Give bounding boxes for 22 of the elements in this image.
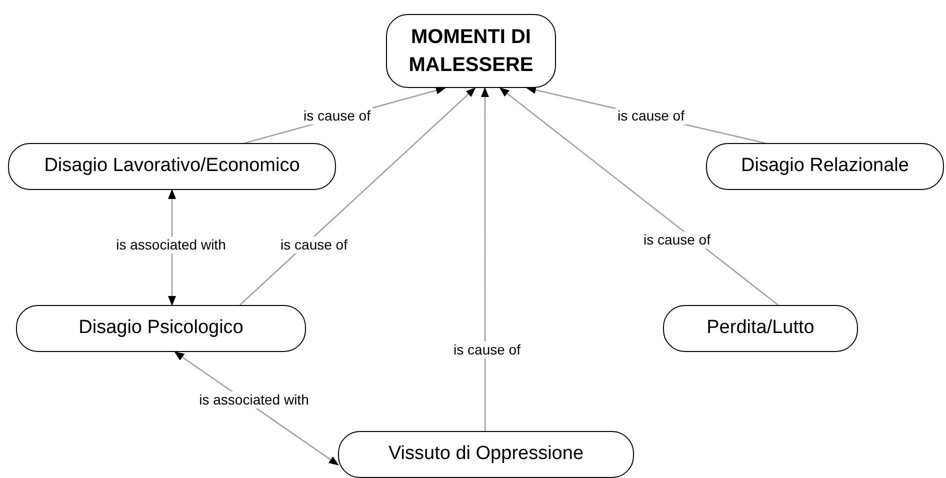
concept-label: Vissuto di Oppressione — [388, 442, 584, 466]
concept-box — [8, 143, 336, 190]
edge-label: is associated with — [114, 236, 228, 254]
concept-box — [16, 305, 306, 352]
arrow — [480, 87, 489, 431]
concept-box — [338, 431, 634, 478]
edge-label: is cause of — [616, 108, 686, 124]
edge-label: is cause of — [452, 342, 522, 358]
concept-label: Disagio Lavorativo/Economico — [44, 154, 300, 178]
edge-label: is associated with — [197, 392, 311, 408]
arrow — [499, 87, 778, 306]
concept-label: Perdita/Lutto — [706, 316, 814, 340]
concept-label: Disagio Psicologico — [78, 316, 244, 340]
edge-label: is cause of — [302, 108, 372, 124]
concept-label: MOMENTI DI MALESSERE — [408, 25, 534, 78]
arrow — [239, 87, 476, 306]
edge-label: is cause of — [278, 236, 350, 254]
concept-box — [706, 143, 944, 190]
edge-label: is cause of — [642, 232, 712, 248]
concept-label: Disagio Relazionale — [741, 154, 909, 178]
concept-box — [663, 305, 858, 352]
concept-box — [386, 14, 556, 88]
